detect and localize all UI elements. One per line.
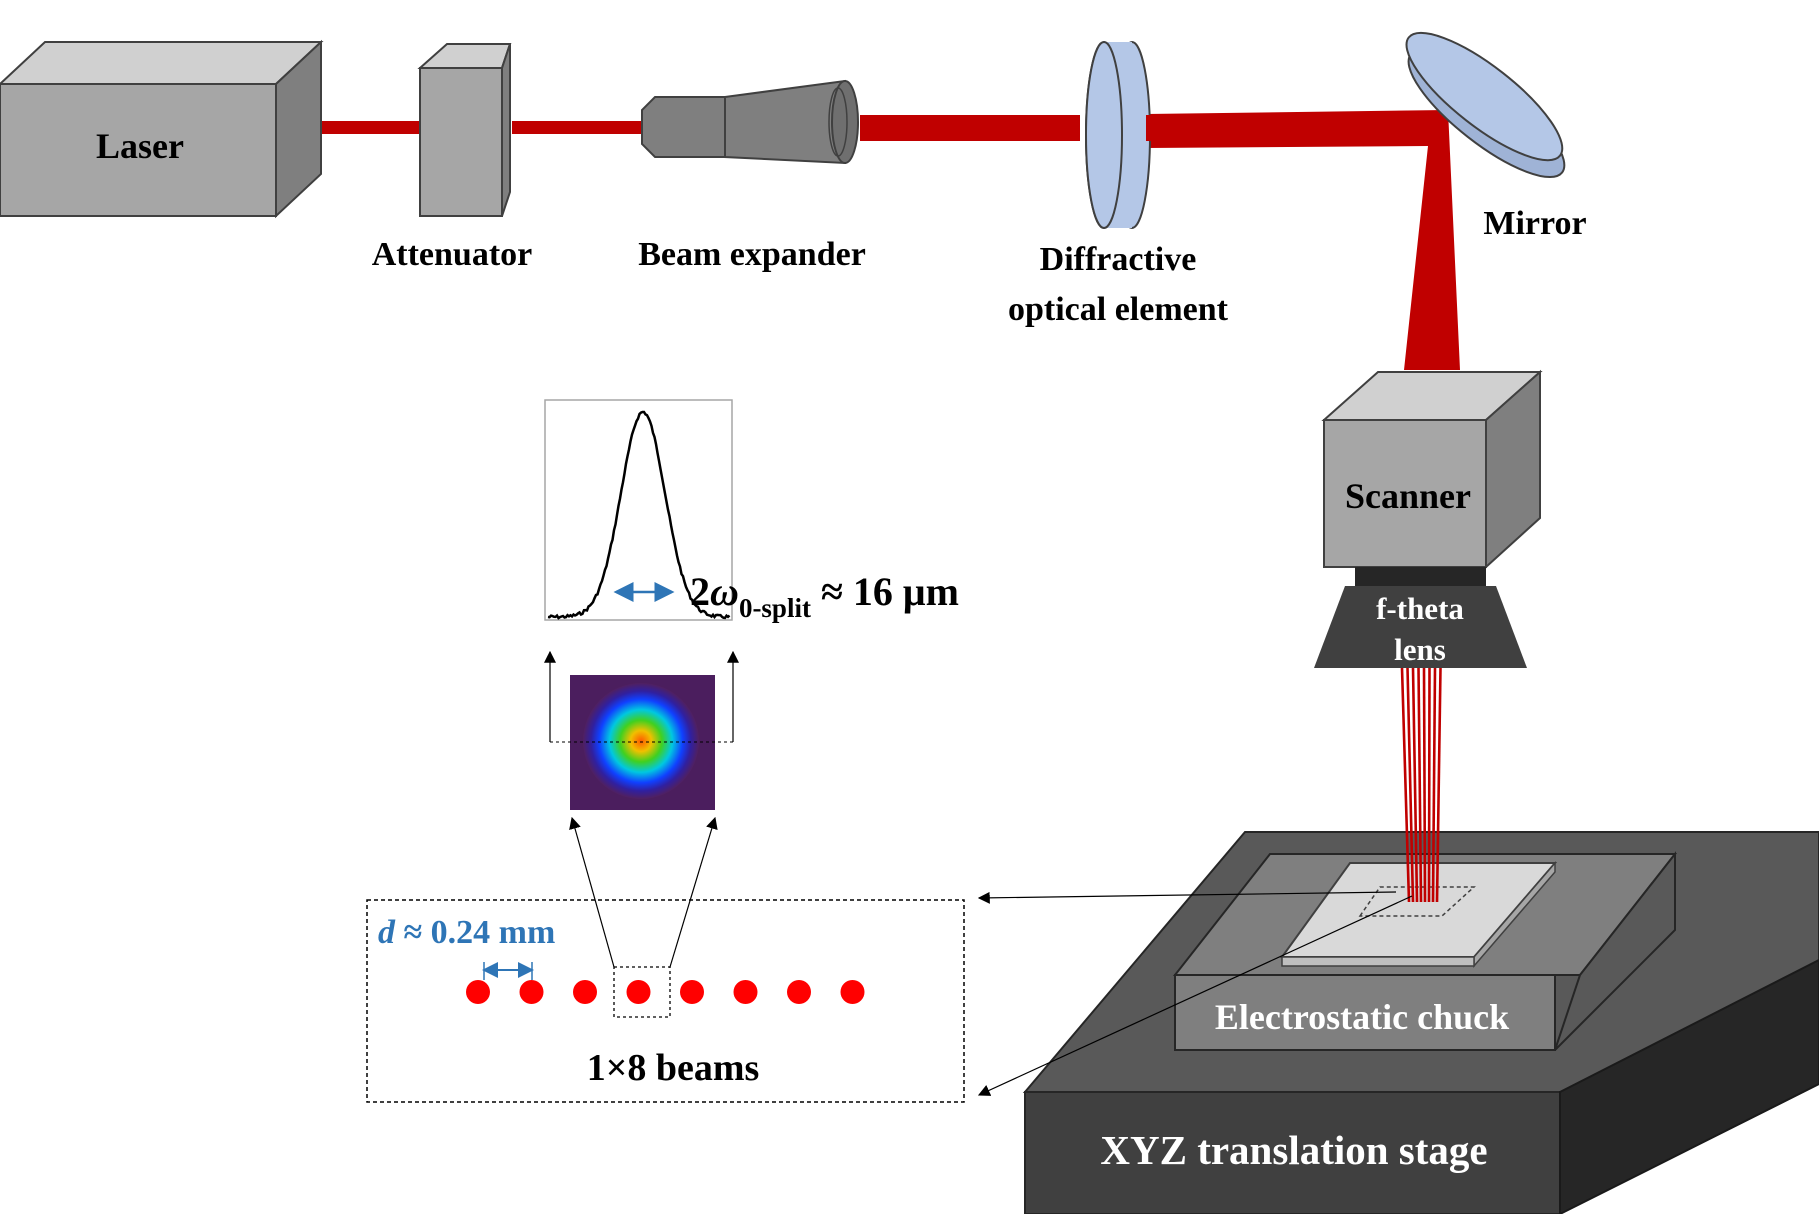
diffractive-optical-element: Diffractive optical element <box>1008 41 1229 328</box>
laser-label: Laser <box>96 126 184 166</box>
doe-label-line1: Diffractive <box>1040 241 1197 278</box>
doe-label-line2: optical element <box>1008 291 1229 328</box>
beam-expander: Beam expander <box>638 79 866 273</box>
beam-spot <box>680 980 704 1004</box>
beam-expander-label: Beam expander <box>638 236 866 273</box>
beam-spot <box>787 980 811 1004</box>
detail-callout-arrows <box>977 891 1413 1096</box>
beam-spot <box>466 980 490 1004</box>
split-beams <box>1400 667 1442 903</box>
split-beam-line <box>1427 667 1431 903</box>
split-beam-line <box>1406 667 1415 903</box>
spot-size-label: 2ω0-split ≈ 16 μm <box>690 569 959 623</box>
f-theta-lens: f-theta lens <box>1314 567 1527 668</box>
split-beam-line <box>1411 667 1419 903</box>
scanner-label: Scanner <box>1345 476 1471 516</box>
mirror: Mirror <box>1405 31 1587 242</box>
beam-spot <box>840 980 865 1004</box>
scan-area-outline <box>1358 886 1476 917</box>
profile-bracket-arrows <box>544 650 739 742</box>
beam-array-detail: d ≈ 0.24 mm 1×8 beams <box>366 899 965 1103</box>
stage-label: XYZ translation stage <box>1100 1127 1487 1173</box>
split-beam-line <box>1431 667 1437 903</box>
laser-box: Laser <box>0 39 324 219</box>
beam-profile-image <box>550 675 733 810</box>
beams-label: 1×8 beams <box>587 1047 760 1089</box>
beam-spot <box>733 980 758 1004</box>
split-beam-line <box>1435 667 1442 903</box>
beam-spot <box>573 980 597 1004</box>
chuck-label: Electrostatic chuck <box>1215 997 1509 1037</box>
attenuator-box: Attenuator <box>372 43 533 273</box>
laser-beam-path <box>303 110 1460 370</box>
split-beam-line <box>1422 667 1427 903</box>
beam-spot-row <box>466 980 865 1004</box>
split-beam-line <box>1400 667 1411 903</box>
attenuator-label: Attenuator <box>372 236 533 273</box>
beam-spot <box>626 980 651 1004</box>
beam-spot <box>519 980 544 1004</box>
split-beam-line <box>1417 667 1423 903</box>
scanner-box: Scanner <box>1321 369 1543 570</box>
f-theta-label-line2: lens <box>1394 632 1446 667</box>
spacing-label: d ≈ 0.24 mm <box>378 914 555 951</box>
sample-wafer <box>1280 860 1558 969</box>
zoom-arrows <box>569 816 718 968</box>
f-theta-label-line1: f-theta <box>1376 591 1464 626</box>
mirror-label: Mirror <box>1483 205 1586 242</box>
intensity-profile-plot <box>544 399 733 621</box>
selected-spot-outline <box>613 966 671 1018</box>
gaussian-curve <box>547 410 731 620</box>
